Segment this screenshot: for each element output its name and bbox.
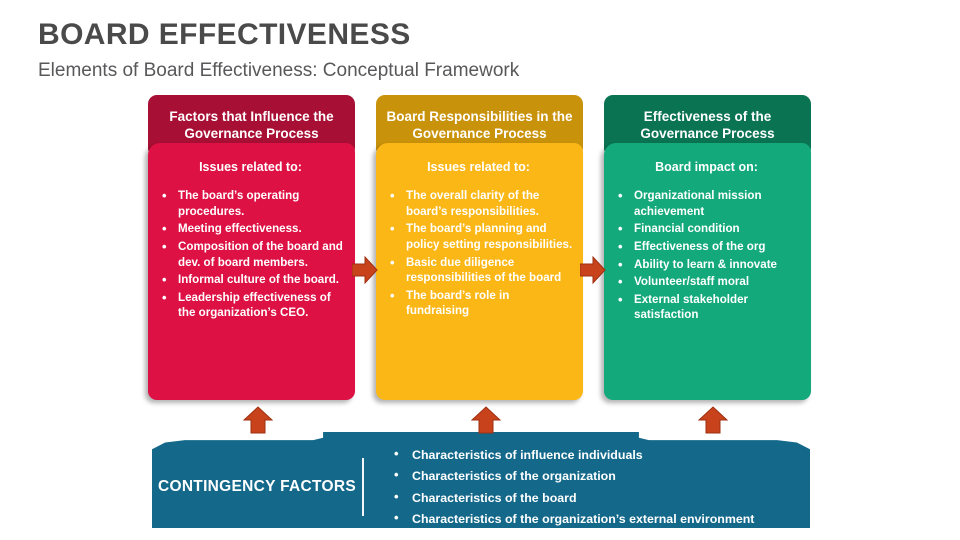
list-item: The board’s planning and policy setting … <box>382 220 575 252</box>
list-item: Characteristics of the board <box>390 489 754 503</box>
arrow-up-icon <box>471 406 501 434</box>
arrow-up-icon <box>243 406 273 434</box>
column-factors-list: The board’s operating procedures. Meetin… <box>154 187 347 321</box>
column-factors-body: Issues related to: The board’s operating… <box>148 143 355 400</box>
list-item: Informal culture of the board. <box>154 271 347 288</box>
column-responsibilities: Board Responsibilities in the Governance… <box>376 95 583 400</box>
column-responsibilities-body: Issues related to: The overall clarity o… <box>376 143 583 400</box>
banner-title: CONTINGENCY FACTORS <box>157 477 357 495</box>
list-item: The board’s role in fundraising <box>382 287 575 319</box>
banner-list: Characteristics of influence individuals… <box>390 447 754 526</box>
list-item: External stakeholder satisfaction <box>610 291 803 323</box>
list-item: Financial condition <box>610 220 803 237</box>
arrow-up-icon <box>698 406 728 434</box>
list-item: Leadership effectiveness of the organiza… <box>154 289 347 321</box>
list-item: Volunteer/staff moral <box>610 273 803 290</box>
column-factors-subhead: Issues related to: <box>199 160 302 174</box>
column-responsibilities-subhead: Issues related to: <box>427 160 530 174</box>
arrow-right-icon <box>580 256 606 284</box>
page-title: BOARD EFFECTIVENESS <box>38 18 411 51</box>
list-item: Characteristics of influence individuals <box>390 447 754 461</box>
list-item: Organizational mission achievement <box>610 187 803 219</box>
list-item: Effectiveness of the org <box>610 238 803 255</box>
list-item: Ability to learn & innovate <box>610 256 803 273</box>
banner-content: CONTINGENCY FACTORS Characteristics of i… <box>152 446 810 528</box>
list-item: Basic due diligence responsibilities of … <box>382 254 575 286</box>
column-responsibilities-list: The overall clarity of the board’s respo… <box>382 187 575 319</box>
column-effectiveness-body: Board impact on: Organizational mission … <box>604 143 811 400</box>
list-item: Characteristics of the organization <box>390 468 754 482</box>
list-item: Characteristics of the organization’s ex… <box>390 511 754 525</box>
page-subtitle: Elements of Board Effectiveness: Concept… <box>38 60 520 81</box>
list-item: The overall clarity of the board’s respo… <box>382 187 575 219</box>
arrow-right-icon <box>352 256 378 284</box>
column-effectiveness-list: Organizational mission achievement Finan… <box>610 187 803 323</box>
column-effectiveness: Effectiveness of the Governance Process … <box>604 95 811 400</box>
column-factors: Factors that Influence the Governance Pr… <box>148 95 355 400</box>
contingency-factors-banner: CONTINGENCY FACTORS Characteristics of i… <box>152 432 810 528</box>
list-item: Composition of the board and dev. of boa… <box>154 238 347 270</box>
list-item: Meeting effectiveness. <box>154 220 347 237</box>
list-item: The board’s operating procedures. <box>154 187 347 219</box>
column-effectiveness-subhead: Board impact on: <box>655 160 758 174</box>
banner-divider <box>362 458 364 516</box>
